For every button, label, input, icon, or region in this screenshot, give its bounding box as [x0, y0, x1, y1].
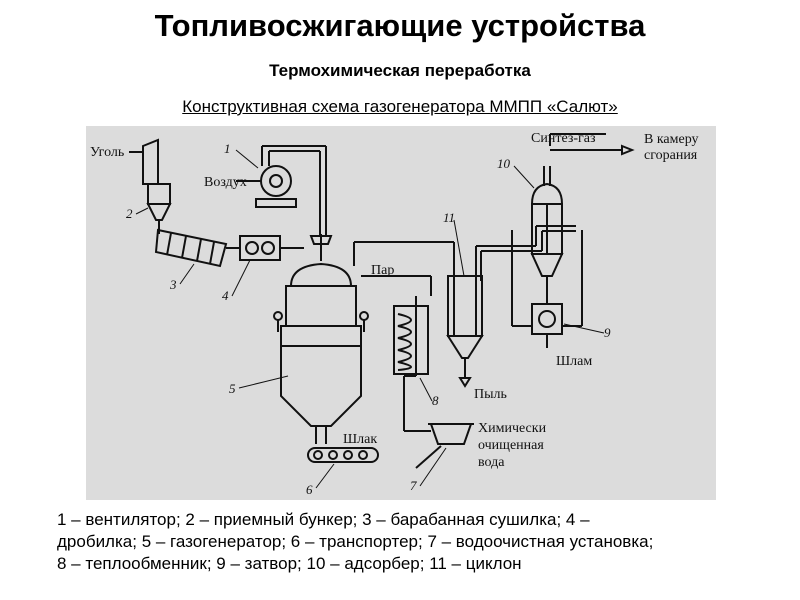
callout-4: 4 — [222, 288, 229, 303]
conveyor — [307, 447, 379, 463]
adsorber — [511, 133, 635, 327]
slide-title: Топливосжигающие устройства — [154, 8, 646, 43]
gate-valve — [531, 303, 563, 348]
callout-2: 2 — [126, 206, 133, 221]
crusher — [226, 235, 304, 261]
cyclone — [446, 275, 484, 388]
label-water-3: вода — [478, 455, 505, 470]
legend: 1 – вентилятор; 2 – приемный бункер; 3 –… — [57, 509, 777, 575]
callout-5: 5 — [229, 381, 236, 396]
fan — [236, 145, 327, 236]
callout-11: 11 — [443, 210, 455, 225]
callout-7: 7 — [410, 478, 417, 493]
water-treatment-unit — [415, 423, 474, 469]
label-coal: Уголь — [90, 145, 124, 160]
legend-line-2: дробилка; 5 – газогенератор; 6 – транспо… — [57, 532, 654, 551]
label-dust: Пыль — [474, 387, 507, 402]
callout-1: 1 — [224, 141, 231, 156]
label-to-chamber-2: сгорания — [644, 148, 698, 163]
legend-line-3: 8 – теплообменник; 9 – затвор; 10 – адсо… — [57, 554, 522, 573]
label-syngas: Синтез-газ — [531, 131, 596, 146]
heat-exchanger — [393, 305, 429, 375]
label-air: Воздух — [204, 175, 247, 190]
label-to-chamber-1: В камеру — [644, 132, 699, 147]
scheme-title: Конструктивная схема газогенератора ММПП… — [182, 97, 618, 116]
receiving-hopper — [129, 138, 172, 234]
label-steam: Пар — [371, 263, 394, 278]
callout-9: 9 — [604, 325, 611, 340]
diagram-canvas: Уголь Воздух Пар Шлак Пыль Шлам Синтез-г… — [90, 131, 699, 497]
label-water-1: Химически — [478, 421, 547, 436]
gas-generator — [273, 234, 369, 444]
callout-3: 3 — [169, 277, 177, 292]
gas-generator-diagram: Уголь Воздух Пар Шлак Пыль Шлам Синтез-г… — [86, 126, 716, 500]
label-water-2: очищенная — [478, 438, 544, 453]
callout-6: 6 — [306, 482, 313, 497]
callout-10: 10 — [497, 156, 511, 171]
slide-subtitle: Термохимическая переработка — [269, 61, 531, 80]
legend-line-1: 1 – вентилятор; 2 – приемный бункер; 3 –… — [57, 510, 590, 529]
label-sludge: Шлам — [556, 354, 592, 369]
pipework — [353, 225, 576, 432]
drum-dryer — [154, 228, 228, 268]
callout-8: 8 — [432, 393, 439, 408]
label-slag: Шлак — [343, 432, 377, 447]
